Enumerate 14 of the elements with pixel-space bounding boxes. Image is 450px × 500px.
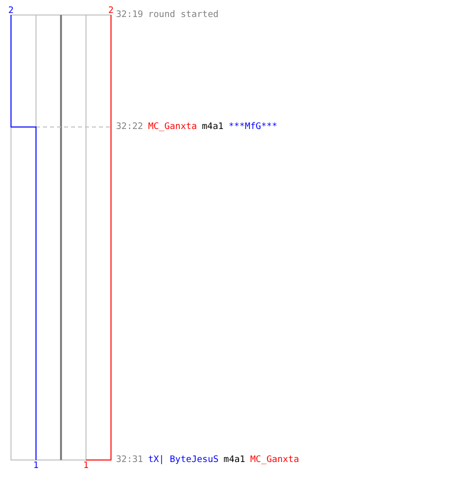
player-name: ***MfG*** — [228, 122, 278, 132]
event-text: round started — [148, 10, 219, 20]
player-count: 2 — [108, 6, 114, 16]
player-name: MC_Ganxta — [250, 455, 300, 465]
event-time: 32:22 — [116, 122, 144, 132]
event-time: 32:31 — [116, 455, 144, 465]
player-count: 2 — [8, 6, 14, 16]
weapon-name: m4a1 — [224, 455, 246, 465]
player-name: MC_Ganxta — [148, 122, 197, 132]
player-name: tX| ByteJesuS — [148, 455, 219, 465]
event-time: 32:19 — [116, 10, 144, 20]
weapon-name: m4a1 — [202, 122, 224, 132]
player-count: 1 — [83, 461, 89, 471]
player-count: 1 — [33, 461, 39, 471]
